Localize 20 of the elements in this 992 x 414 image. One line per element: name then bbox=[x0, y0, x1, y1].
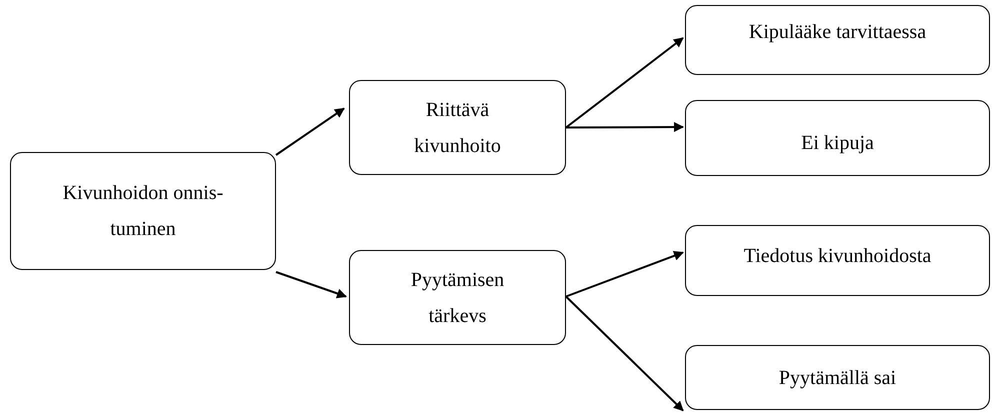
process-box bbox=[349, 250, 566, 345]
arrow bbox=[566, 251, 684, 298]
box-label: Pyytämällä sai bbox=[778, 366, 896, 390]
box-label: Kivunhoidon onnis- tuminen bbox=[62, 181, 224, 242]
process-box bbox=[349, 80, 566, 175]
box-label: Pyytämisen tärkevs bbox=[410, 268, 506, 328]
box-label: Ei kipuja bbox=[801, 131, 874, 156]
arrow bbox=[276, 271, 347, 298]
process-box bbox=[685, 225, 990, 296]
arrow bbox=[566, 122, 684, 132]
arrow bbox=[275, 108, 345, 156]
process-box bbox=[685, 345, 990, 410]
process-box bbox=[10, 152, 276, 270]
process-box bbox=[685, 100, 990, 176]
arrow bbox=[565, 37, 684, 128]
process-box bbox=[685, 5, 990, 75]
box-label: Kipulääke tarvittaessa bbox=[748, 20, 926, 45]
box-label: Tiedotus kivunhoidosta bbox=[744, 244, 932, 269]
arrow bbox=[565, 296, 684, 412]
box-label: Riittävä kivunhoito bbox=[413, 98, 502, 158]
